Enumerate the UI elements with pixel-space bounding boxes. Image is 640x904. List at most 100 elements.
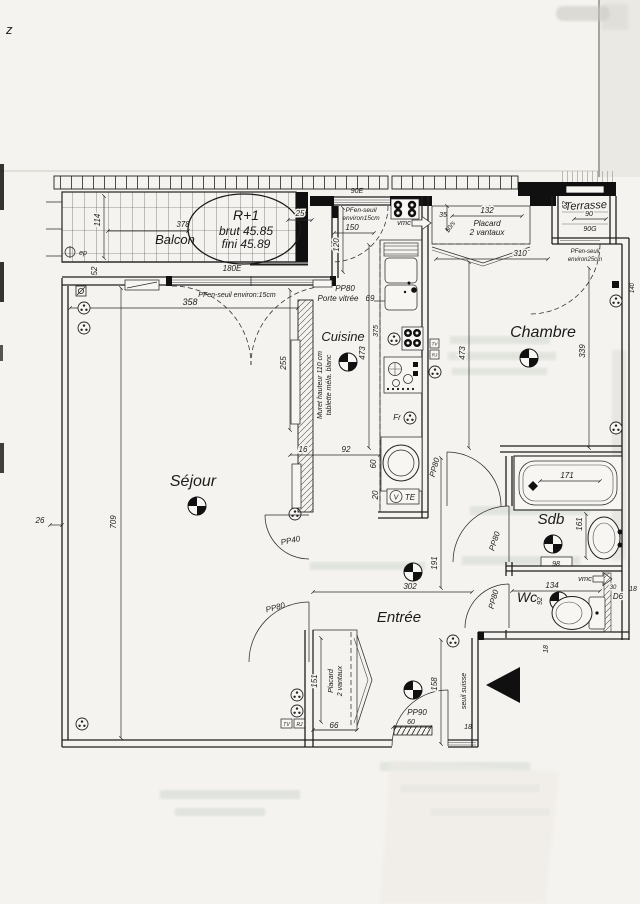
stamp-level: R+1 xyxy=(233,207,259,223)
sejour-room: Séjour PFen-seuil environ:15cm 358 709 2… xyxy=(35,279,331,740)
placard-top-label-2: 2 vantaux xyxy=(469,228,506,237)
porte-vitree-type: PP80 xyxy=(335,284,355,293)
seuil-suisse-label: seuil suisse xyxy=(461,673,468,709)
outlet-icon xyxy=(609,294,623,308)
balcony: ep 114 378 Balcon R+1 brut 45.85 fini 45… xyxy=(46,191,314,275)
dim-35: 35 xyxy=(439,212,447,219)
dim-180e: 180E xyxy=(223,264,242,273)
door-swing-arc xyxy=(452,505,510,563)
cuisine-label: Cuisine xyxy=(321,329,364,344)
dim-114: 114 xyxy=(93,213,102,226)
dim-30: 30 xyxy=(610,585,617,591)
dim-90: 90 xyxy=(585,211,593,218)
dim-171: 171 xyxy=(560,471,573,480)
ceiling-light-icon xyxy=(338,352,358,372)
stamp-fini: fini 45.89 xyxy=(222,237,271,251)
placard-top-label-1: Placard xyxy=(473,219,501,228)
dim-302: 302 xyxy=(403,582,417,591)
terrasse-area: Terrasse 62 90 90G 310 PFen-seuil enviro… xyxy=(434,196,636,315)
scan-edge-mark xyxy=(0,164,4,210)
muret-note-2: tablette méla. blanc xyxy=(326,354,333,415)
tv-socket xyxy=(280,718,293,729)
outlet-icon xyxy=(387,332,401,346)
wc-label: Wc xyxy=(517,589,537,605)
dim-161: 161 xyxy=(575,517,584,530)
dim-18-wall: 18 xyxy=(543,645,550,653)
chambre-door-label: PP80 xyxy=(428,456,442,478)
washing-machine-icon xyxy=(380,436,423,492)
washbasin xyxy=(587,516,623,560)
dim-16: 16 xyxy=(299,445,308,454)
dim-473-chambre: 473 xyxy=(458,346,467,360)
door-swing-arc xyxy=(464,583,510,629)
handwritten-mark: z xyxy=(5,22,13,37)
dim-158: 158 xyxy=(430,677,439,691)
switch-icon xyxy=(75,285,87,297)
balcony-wall xyxy=(296,192,308,262)
window-swing-arc xyxy=(331,205,389,263)
ceiling-light-icon xyxy=(543,534,563,554)
dim-473-cuisine: 473 xyxy=(358,346,367,360)
scan-edge-mark xyxy=(0,443,4,473)
sdb-door-label: PP80 xyxy=(487,530,502,552)
outlet-icon xyxy=(77,321,91,335)
dim-98: 98 xyxy=(552,561,560,568)
dim-92: 92 xyxy=(342,445,351,454)
dim-339: 339 xyxy=(578,344,587,358)
ceiling-light-icon xyxy=(519,348,539,368)
vte-te-label: TE xyxy=(405,493,416,502)
pp40-door-label: PP40 xyxy=(280,534,302,547)
placard-bottom-label-1: Placard xyxy=(328,668,335,693)
scan-edge-mark xyxy=(0,262,4,302)
dim-26: 26 xyxy=(35,516,45,525)
placard-door-chevron xyxy=(431,246,531,264)
door-swing-arc xyxy=(248,601,310,663)
placard-bottom-label-2: 2 vantaux xyxy=(337,665,344,697)
door-swing-arc xyxy=(391,689,449,747)
dim-92-wc: 92 xyxy=(537,597,544,605)
outlet-icon xyxy=(77,301,91,315)
ceiling-light-icon xyxy=(403,680,423,700)
door-swing-arc xyxy=(264,514,310,560)
entrance-arrow xyxy=(486,667,520,703)
terrasse-label: Terrasse xyxy=(564,199,607,213)
dim-134: 134 xyxy=(545,581,559,590)
bathtub xyxy=(513,455,623,511)
dim-140: 140 xyxy=(630,282,636,293)
dim-375: 375 xyxy=(373,325,380,337)
dim-151: 151 xyxy=(310,674,319,687)
tv-socket xyxy=(429,338,440,349)
stamp-brut: brut 45.85 xyxy=(219,224,273,238)
dim-150: 150 xyxy=(345,223,359,232)
dim-60-washer: 60 xyxy=(369,459,378,468)
outlet-icon xyxy=(75,717,89,731)
dim-191: 191 xyxy=(430,556,439,569)
dim-60-door: 60 xyxy=(407,719,415,726)
outlet-icon xyxy=(609,421,623,435)
outlet-icon xyxy=(446,634,460,648)
pfen-note-terrasse-1: PFen-seuil xyxy=(571,249,600,255)
dim-310: 310 xyxy=(513,249,527,258)
dim-120: 120 xyxy=(332,238,341,252)
fridge-label: Fr xyxy=(393,413,401,422)
dim-132: 132 xyxy=(480,206,494,215)
placard-top: 132 Placard 2 vantaux 35 50/s xyxy=(431,204,531,267)
dim-62: 62 xyxy=(562,201,569,209)
toilet-icon xyxy=(551,596,606,630)
vmc-label: vmc xyxy=(397,218,411,227)
duct-d6-label: D6 xyxy=(613,592,624,601)
rj-socket-label: RJ xyxy=(296,722,303,728)
cuisine-room: 90E PFen-seuil environ15cm 150 120 vmc C… xyxy=(321,188,432,519)
sejour-label: Séjour xyxy=(170,473,217,490)
outlet-icon xyxy=(290,688,304,702)
exterior-walls xyxy=(61,196,630,748)
sink-bowl xyxy=(384,257,418,284)
gas-hob-icon xyxy=(393,200,417,218)
outlet-icon xyxy=(290,704,304,718)
vmc-arrow-icon xyxy=(411,215,432,231)
dim-90g: 90G xyxy=(583,226,597,233)
window-swing-arc xyxy=(171,285,252,366)
pfen-note-terrasse-2: environ25cm xyxy=(568,257,602,263)
